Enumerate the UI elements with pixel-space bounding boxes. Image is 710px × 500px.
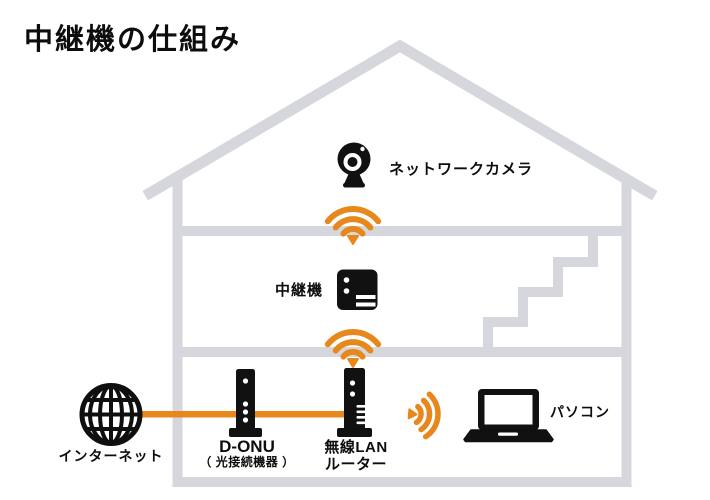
wifi-right-icon — [407, 391, 441, 440]
wifi-down-lower-icon — [324, 329, 382, 368]
router-tower-icon — [337, 368, 372, 437]
repeater-icon — [337, 269, 378, 310]
internet-label: インターネット — [58, 448, 164, 464]
page-title: 中継機の仕組み — [24, 24, 242, 56]
camera-label: ネットワークカメラ — [389, 161, 534, 178]
onu-name: D-ONU — [219, 437, 275, 456]
roof — [142, 39, 658, 201]
staircase — [483, 229, 598, 352]
onu-sub: （ 光接続機器 ） — [199, 455, 295, 470]
onu-tower-icon — [229, 369, 262, 437]
router-label-line1: 無線LAN — [324, 439, 388, 456]
onu-label: D-ONU （ 光接続機器 ） — [188, 437, 306, 469]
network-camera-icon — [337, 142, 371, 188]
router-label-line2: ルーター — [324, 456, 387, 474]
repeater-label: 中継機 — [275, 282, 324, 299]
laptop-icon — [463, 389, 554, 443]
wifi-down-upper-icon — [324, 206, 382, 245]
globe-icon — [79, 383, 143, 446]
pc-label: パソコン — [550, 404, 610, 420]
router-label: 無線LAN ルーター — [306, 439, 406, 474]
